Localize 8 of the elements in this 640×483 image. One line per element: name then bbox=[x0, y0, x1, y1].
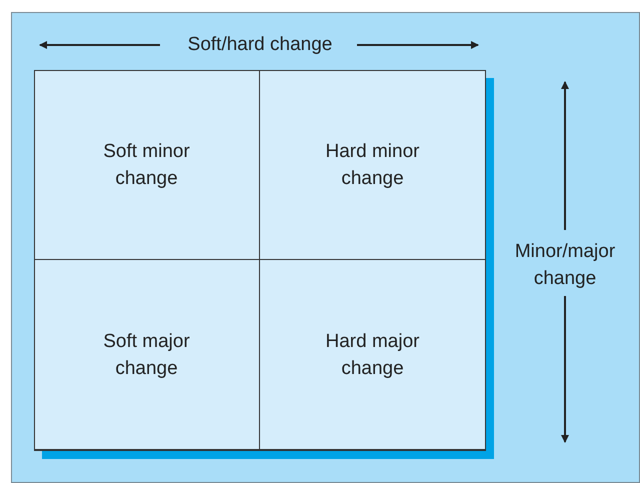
quadrant-cell bbox=[34, 70, 260, 260]
quadrant-text: Hard minor change bbox=[324, 140, 420, 190]
axis-label: Soft/hard change bbox=[186, 33, 334, 57]
quadrant-text: Hard major change bbox=[324, 330, 420, 380]
quadrant-text: Soft minor change bbox=[102, 140, 191, 190]
axis-label: Minor/major change bbox=[514, 240, 616, 291]
quadrant-text: Soft major change bbox=[102, 330, 191, 380]
quadrant-cell bbox=[34, 260, 260, 450]
